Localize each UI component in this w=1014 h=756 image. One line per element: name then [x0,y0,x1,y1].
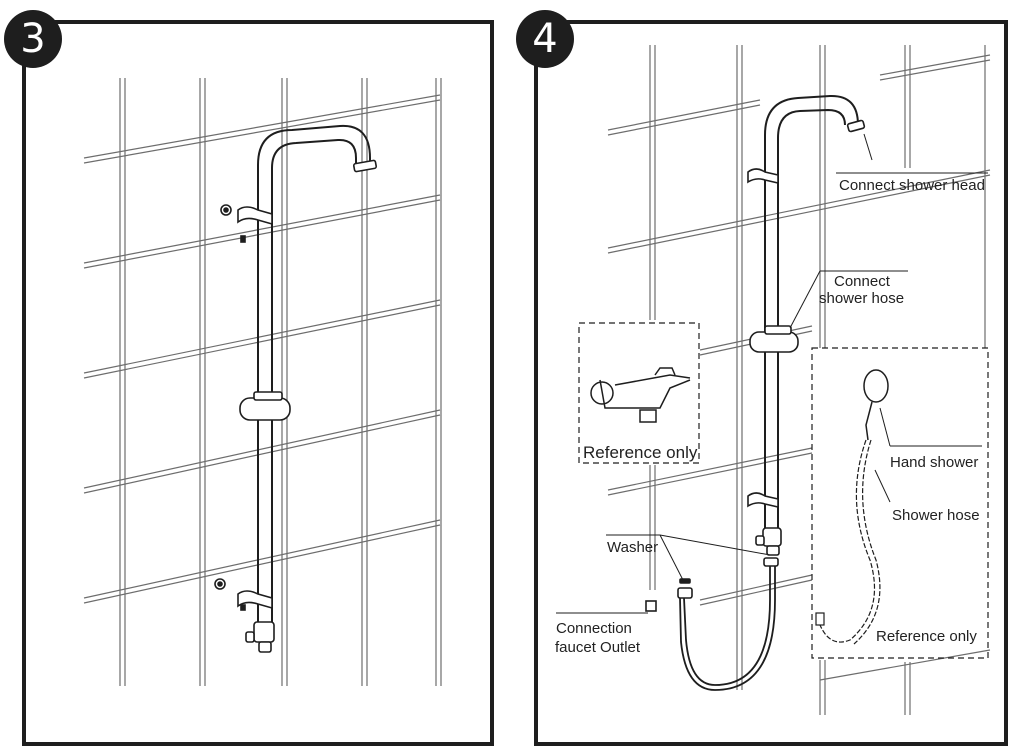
wall-tiles-step-3 [83,78,442,686]
label-connect-shower-hose-2: shower hose [819,290,905,307]
shower-rail-step-3 [214,124,378,653]
wall-tiles-step-4 [607,45,991,715]
label-connect-shower-hose-1: Connect [834,273,890,290]
shower-rail-step-4 [645,94,866,691]
label-reference-only-hose: Reference only [876,628,977,645]
label-connection-1: Connection [556,620,632,637]
hand-shower-reference-box [811,347,989,659]
label-shower-hose: Shower hose [892,507,980,524]
label-washer: Washer [607,539,659,556]
step-4-panel [534,20,1008,746]
step-3-badge: 3 [4,10,62,68]
leader-lines [556,133,988,614]
faucet-reference-box [578,322,700,464]
label-reference-only-faucet: Reference only [583,443,698,462]
step-4-badge: 4 [516,10,574,68]
label-connection-2: faucet Outlet [555,639,641,656]
label-hand-shower: Hand shower [890,454,979,471]
label-connect-shower-head: Connect shower head [839,177,985,194]
